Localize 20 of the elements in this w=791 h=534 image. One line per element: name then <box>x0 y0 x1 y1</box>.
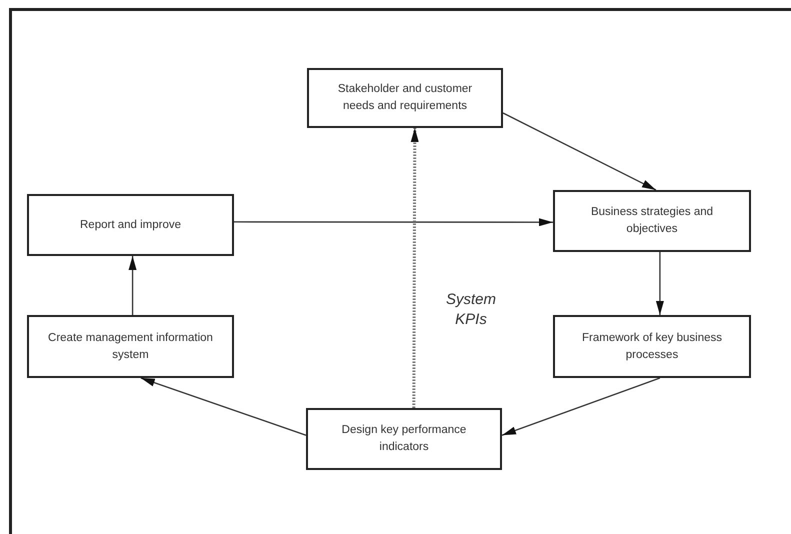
arrow <box>128 256 137 315</box>
process-box <box>27 315 234 378</box>
arrow <box>140 377 306 436</box>
box-label: Stakeholder and customer needs and requirements <box>336 82 474 114</box>
process-box <box>553 315 751 378</box>
box-label: Design key performance indicators <box>340 423 468 455</box>
arrow <box>234 218 553 226</box>
arrow <box>656 252 664 315</box>
process-box <box>27 194 234 256</box>
box-label: Framework of key business processes <box>581 330 723 362</box>
arrow <box>502 377 660 436</box>
annotation-text: System KPIs <box>444 290 497 329</box>
process-box <box>307 68 503 128</box>
box-label: Report and improve <box>79 218 182 233</box>
process-box <box>553 190 751 252</box>
dotted-arrow <box>410 128 419 408</box>
box-label: Business strategies and objectives <box>590 205 714 237</box>
arrow <box>502 112 656 191</box>
process-box <box>306 408 502 470</box>
box-label: Create management information system <box>47 330 214 362</box>
